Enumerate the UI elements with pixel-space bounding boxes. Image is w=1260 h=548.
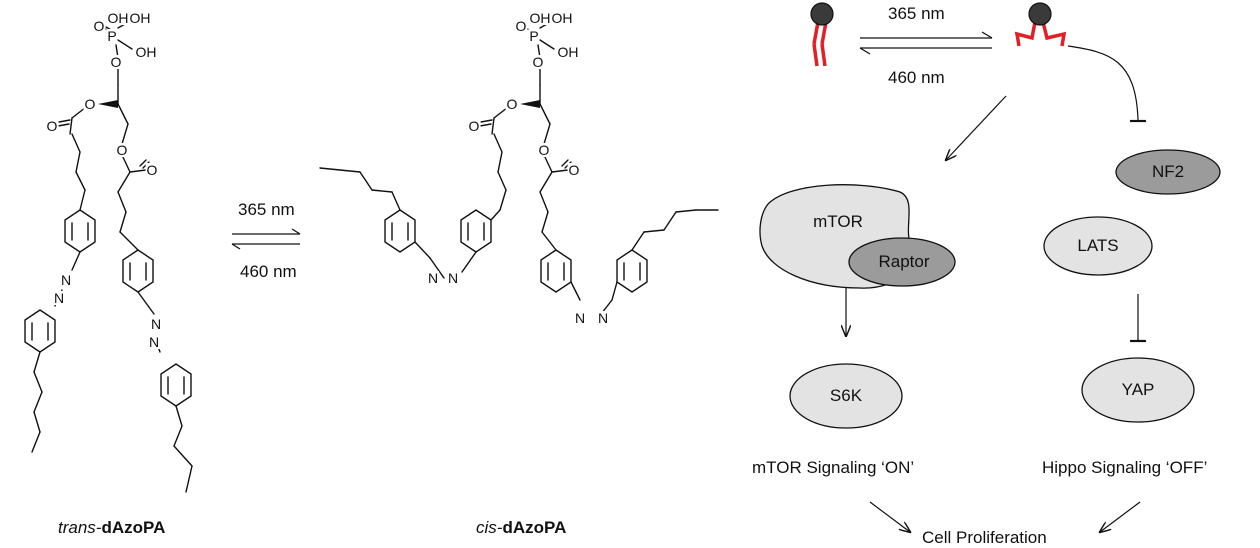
atom-o: O — [115, 142, 129, 158]
atom-n: N — [59, 272, 73, 288]
atom-o: O — [505, 96, 519, 112]
cis-caption: cis-dAzoPA — [476, 518, 566, 538]
trans-caption-prefix: trans- — [58, 518, 102, 537]
s6k-node — [789, 363, 903, 429]
arrow-mtor-to-proliferation — [869, 501, 910, 532]
atom-o: O — [83, 96, 97, 112]
hippo-signaling-label: Hippo Signaling ‘OFF’ — [1042, 458, 1208, 477]
raptor-label: Raptor — [878, 252, 930, 271]
atom-oh: OH — [556, 44, 580, 60]
inhibit-to-nf2 — [1067, 45, 1139, 121]
yap-label: YAP — [1121, 380, 1155, 399]
trans-caption-name: dAzoPA — [101, 518, 166, 537]
cis-caption-prefix: cis- — [476, 518, 503, 537]
atom-n: N — [596, 310, 610, 326]
atom-o: O — [45, 118, 59, 134]
atom-p: P — [106, 28, 118, 44]
cell-proliferation-label: Cell Proliferation — [922, 528, 1047, 547]
atom-n: N — [426, 270, 440, 286]
middle-reverse-label: 460 nm — [240, 262, 297, 281]
atom-oh: OH — [128, 10, 152, 26]
atom-oh: OH — [550, 10, 574, 26]
lats-label: LATS — [1077, 236, 1119, 255]
s6k-label: S6K — [829, 386, 863, 405]
atom-n: N — [573, 310, 587, 326]
mtor-signaling-label: mTOR Signaling ‘ON’ — [752, 458, 915, 477]
atom-o: O — [467, 118, 481, 134]
pathway-reverse-label: 460 nm — [888, 68, 945, 87]
middle-equilibrium-arrows — [231, 228, 301, 250]
atom-p: P — [528, 28, 540, 44]
atom-o: O — [531, 54, 545, 70]
atom-o: O — [514, 18, 528, 34]
atom-oh: OH — [134, 44, 158, 60]
atom-o: O — [567, 162, 581, 178]
atom-oh: OH — [528, 10, 552, 26]
cis-dazopa-structure — [319, 19, 719, 319]
mtor-label: mTOR — [813, 212, 863, 231]
arrow-to-mtor — [946, 95, 1007, 160]
cis-caption-name: dAzoPA — [502, 518, 567, 537]
raptor-node — [848, 237, 956, 287]
atom-o: O — [92, 18, 106, 34]
nf2-node — [1115, 149, 1221, 195]
atom-n: N — [446, 270, 460, 286]
atom-o: O — [537, 142, 551, 158]
middle-forward-label: 365 nm — [238, 200, 295, 219]
atom-oh: OH — [106, 10, 130, 26]
pathway-forward-label: 365 nm — [888, 4, 945, 23]
atom-n: N — [52, 290, 66, 306]
lats-node — [1043, 216, 1153, 276]
lipid-icon-cis — [1014, 2, 1067, 47]
pathway-equilibrium-arrows — [859, 31, 993, 55]
atom-o: O — [109, 54, 123, 70]
arrow-hippo-to-proliferation — [1100, 501, 1141, 532]
trans-caption: trans-dAzoPA — [58, 518, 165, 538]
atom-o: O — [145, 162, 159, 178]
lipid-icon-trans — [810, 2, 834, 67]
trans-dazopa-structure — [24, 19, 193, 493]
atom-n: N — [147, 334, 161, 350]
atom-n: N — [149, 316, 163, 332]
yap-node — [1081, 357, 1195, 423]
nf2-label: NF2 — [1151, 162, 1185, 181]
